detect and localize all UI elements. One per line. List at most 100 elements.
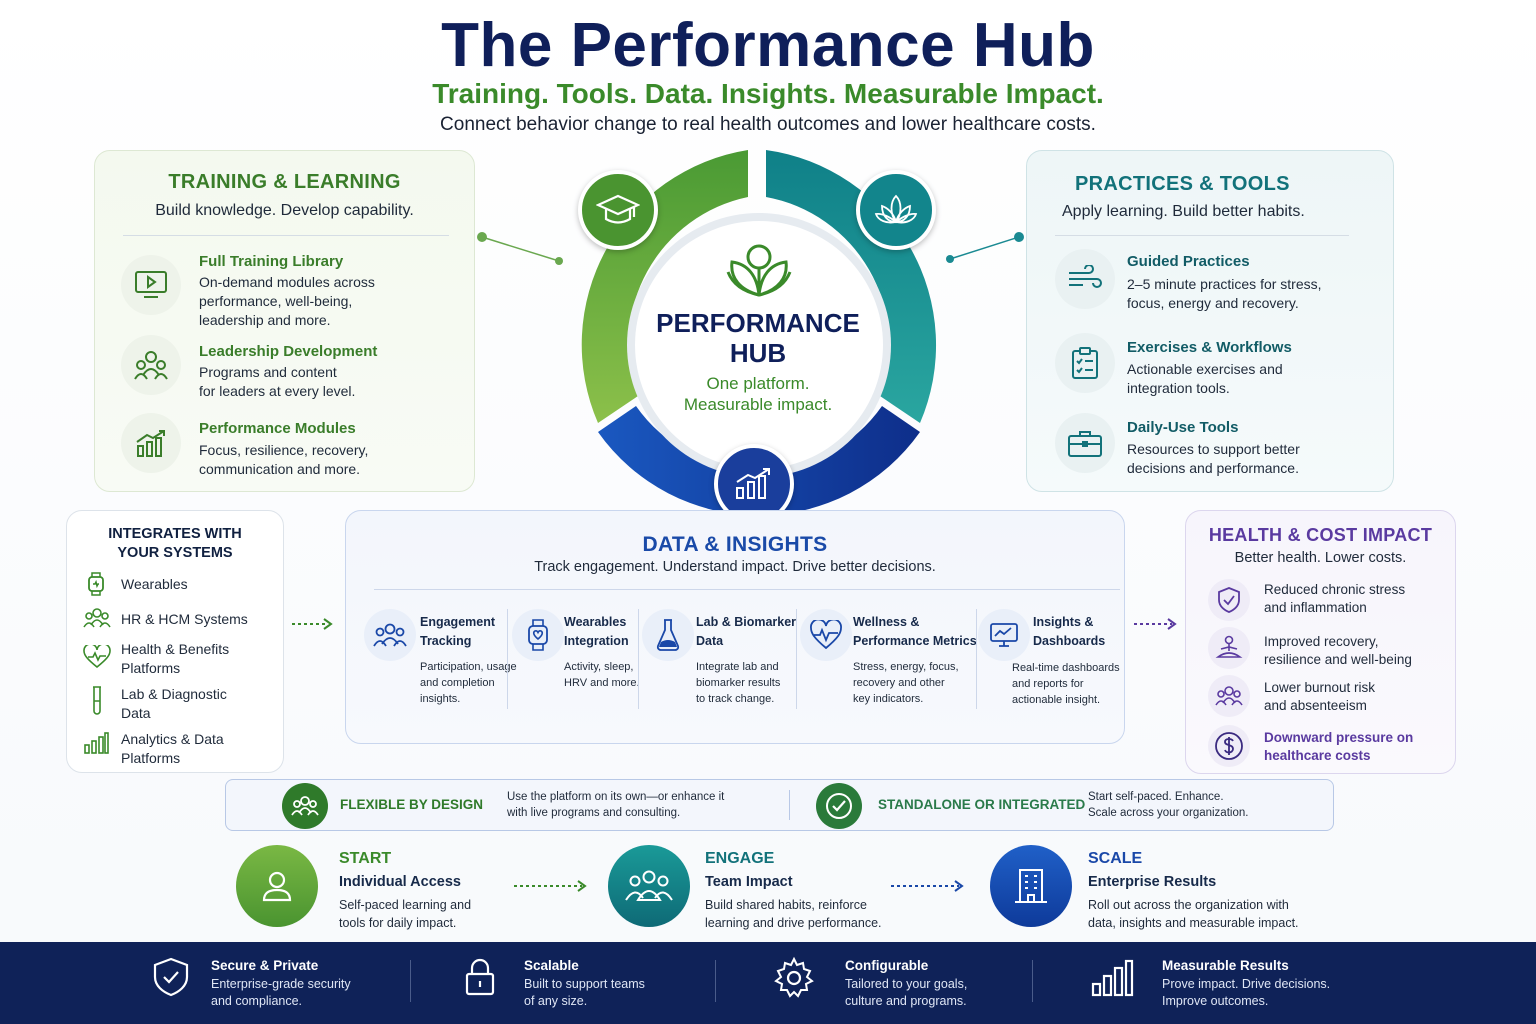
gear-icon	[772, 956, 816, 1000]
data-item-text-line: insights.	[420, 693, 461, 705]
column-divider	[507, 609, 508, 709]
building-icon	[990, 845, 1072, 927]
page-tagline: Connect behavior change to real health o…	[440, 114, 1096, 135]
training-heading: TRAINING & LEARNING	[168, 171, 401, 193]
page-subtitle: Training. Tools. Data. Insights. Measura…	[432, 78, 1104, 109]
integrates-heading: INTEGRATES WITH YOUR SYSTEMS	[67, 525, 283, 563]
people-icon	[121, 335, 181, 395]
data-item-text-line: actionable insight.	[1012, 694, 1101, 706]
data-item-text: Stress, energy, focus,recovery and other…	[853, 659, 959, 707]
training-card: TRAINING & LEARNING Build knowledge. Dev…	[94, 150, 475, 492]
training-item-text: communication and more.	[199, 461, 361, 477]
banner-flexible-text: Use the platform on its own—or enhance i…	[507, 789, 724, 821]
footer-results-title: Measurable Results	[1162, 958, 1289, 973]
data-item-text-line: to track change.	[696, 693, 775, 705]
analytics-bars-icon	[83, 731, 109, 755]
integrates-heading-line2: YOUR SYSTEMS	[117, 545, 233, 561]
practices-card: PRACTICES & TOOLS Apply learning. Build …	[1026, 150, 1394, 492]
banner-standalone-title: STANDALONE OR INTEGRATED	[878, 797, 1086, 812]
practices-item-text: 2–5 minute practices for stress,	[1127, 276, 1322, 292]
data-item-title: Wellness &Performance Metrics	[853, 613, 977, 651]
integrates-item: Analytics & Data	[121, 731, 224, 747]
footer-divider	[410, 960, 411, 1002]
training-item-title: Performance Modules	[199, 420, 356, 437]
flask-icon	[642, 609, 694, 661]
hub-tagline-line1: One platform.	[706, 374, 810, 393]
practices-item-title: Exercises & Workflows	[1127, 339, 1292, 356]
step-scale-label: SCALE	[1088, 850, 1143, 867]
footer-bar: Secure & Private Enterprise-grade securi…	[0, 942, 1536, 1024]
heart-pulse-icon	[83, 645, 111, 669]
check-circle-icon	[816, 783, 862, 829]
wind-icon	[1055, 249, 1115, 309]
training-item-title: Leadership Development	[199, 343, 378, 360]
lotus-icon	[856, 170, 936, 250]
step-start-label: START	[339, 850, 392, 867]
flexibility-banner: FLEXIBLE BY DESIGN Use the platform on i…	[225, 779, 1334, 831]
footer-text-line: of any size.	[524, 994, 588, 1008]
practices-item-text: integration tools.	[1127, 380, 1230, 396]
data-item-title-line: Tracking	[420, 634, 472, 648]
video-icon	[121, 255, 181, 315]
test-tube-icon	[87, 685, 107, 717]
data-item-title-line: Lab & Biomarker	[696, 615, 797, 629]
shield-check-icon	[1208, 579, 1250, 621]
banner-standalone-text: Start self-paced. Enhance.Scale across y…	[1088, 789, 1248, 821]
data-item-text-line: Integrate lab and	[696, 661, 779, 673]
data-item-title-line: Wearables	[564, 615, 627, 629]
data-item-title: Insights &Dashboards	[1033, 613, 1105, 651]
step-text-line: Build shared habits, reinforce	[705, 898, 867, 912]
practices-item-title: Daily-Use Tools	[1127, 419, 1239, 436]
training-item-text: On-demand modules across	[199, 274, 375, 290]
footer-text-line: Tailored to your goals,	[845, 977, 968, 991]
footer-text-line: Prove impact. Drive decisions.	[1162, 977, 1331, 991]
footer-configurable-text: Tailored to your goals,culture and progr…	[845, 976, 967, 1010]
data-item-text-line: key indicators.	[853, 693, 924, 705]
health-heading: HEALTH & COST IMPACT	[1208, 525, 1433, 545]
hub-ring	[581, 150, 937, 516]
dashboard-monitor-icon	[978, 609, 1030, 661]
integrates-heading-line1: INTEGRATES WITH	[108, 526, 242, 542]
health-item: Improved recovery,resilience and well-be…	[1264, 633, 1412, 669]
smartwatch-icon	[512, 609, 564, 661]
meditation-icon	[1208, 627, 1250, 669]
step-text-line: data, insights and measurable impact.	[1088, 916, 1299, 930]
arrow-to-health	[1134, 618, 1177, 630]
health-item-line: and absenteeism	[1264, 698, 1367, 713]
training-item-text: Focus, resilience, recovery,	[199, 442, 369, 458]
column-divider	[976, 609, 977, 709]
hub-tagline: One platform. Measurable impact.	[540, 373, 976, 415]
practices-item-text: focus, energy and recovery.	[1127, 295, 1299, 311]
footer-divider	[715, 960, 716, 1002]
column-divider	[638, 609, 639, 709]
integrates-item: Platforms	[121, 660, 181, 676]
banner-divider	[789, 790, 790, 820]
training-item-title: Full Training Library	[199, 253, 344, 270]
integrates-item: Platforms	[121, 750, 181, 766]
integrates-item: Lab & Diagnostic	[121, 686, 227, 702]
training-item-text: for leaders at every level.	[199, 383, 356, 399]
banner-text-line: Start self-paced. Enhance.	[1088, 791, 1224, 803]
watch-icon	[85, 571, 107, 597]
data-item-title-line: Engagement	[420, 615, 496, 629]
health-item-line: healthcare costs	[1264, 748, 1371, 763]
footer-secure-title: Secure & Private	[211, 958, 319, 973]
practices-item-title: Guided Practices	[1127, 253, 1250, 270]
data-item-title-line: Wellness &	[853, 615, 920, 629]
integrates-item: Data	[121, 705, 151, 721]
training-sub: Build knowledge. Develop capability.	[155, 202, 414, 219]
practices-heading: PRACTICES & TOOLS	[1075, 173, 1290, 195]
practices-item-text: Actionable exercises and	[1127, 361, 1283, 377]
graduation-cap-icon	[578, 170, 658, 250]
data-item-text-line: Activity, sleep,	[564, 661, 634, 673]
step-scale-title: Enterprise Results	[1088, 874, 1217, 890]
integrates-item: HR & HCM Systems	[121, 611, 248, 627]
data-item-text-line: HRV and more.	[564, 677, 640, 689]
data-sub: Track engagement. Understand impact. Dri…	[534, 559, 936, 575]
